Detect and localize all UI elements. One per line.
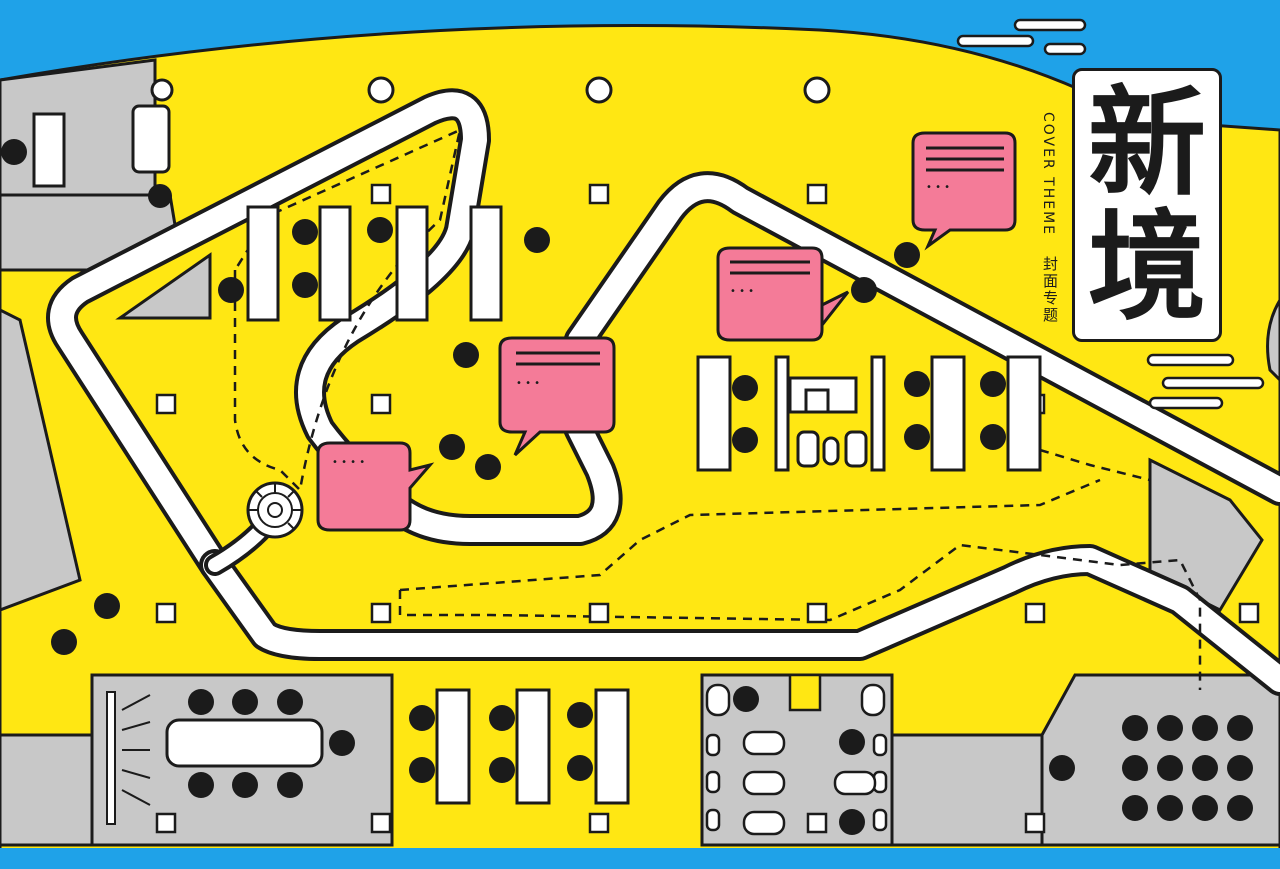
restroom-fixtures <box>705 673 888 836</box>
title-card: 新 境 <box>1072 68 1222 342</box>
speech-bubble-4 <box>316 441 435 532</box>
desk-cluster-bottom <box>435 688 630 805</box>
title-char-jing: 境 <box>1087 198 1206 336</box>
bubble-2-dots: • • • <box>730 286 754 297</box>
spiral-staircase <box>246 481 304 539</box>
speech-bubble-1 <box>911 131 1017 251</box>
grey-room-edge <box>1266 297 1280 383</box>
people-scattered <box>51 593 120 655</box>
grey-strip-left <box>0 733 94 847</box>
dashed-route <box>233 127 1202 690</box>
people-restroom <box>733 686 865 835</box>
bubble-3-dots: • • • <box>516 378 540 389</box>
desk-cluster-top <box>246 205 503 322</box>
meeting-room <box>106 689 355 825</box>
subtitle-english: COVER THEME <box>1040 112 1056 236</box>
desk-cluster-right <box>696 355 1042 472</box>
grey-room-bottom-center <box>890 733 1044 847</box>
grey-room-top-left <box>0 58 177 272</box>
auditorium-seats <box>1049 715 1253 821</box>
bottom-sky-strip <box>0 848 1280 869</box>
people-right-cluster <box>732 242 1006 453</box>
subtitle-chinese: 封面专题 <box>1041 256 1059 324</box>
grey-room-inner <box>115 252 212 320</box>
cloud-lines-bottom <box>1146 353 1265 410</box>
people-top-cluster <box>218 217 550 480</box>
columns-circles <box>367 76 831 104</box>
title-char-xin: 新 <box>1087 74 1206 212</box>
bubble-4-dots: • • • • <box>332 457 365 468</box>
cloud-lines-top <box>956 18 1087 56</box>
bubble-1-dots: • • • <box>926 182 950 193</box>
people-bottom-cluster <box>409 702 593 783</box>
grey-room-left <box>0 308 82 612</box>
grey-room-right <box>1148 457 1264 612</box>
speech-bubble-3 <box>498 336 616 457</box>
speech-bubble-2 <box>716 246 850 342</box>
